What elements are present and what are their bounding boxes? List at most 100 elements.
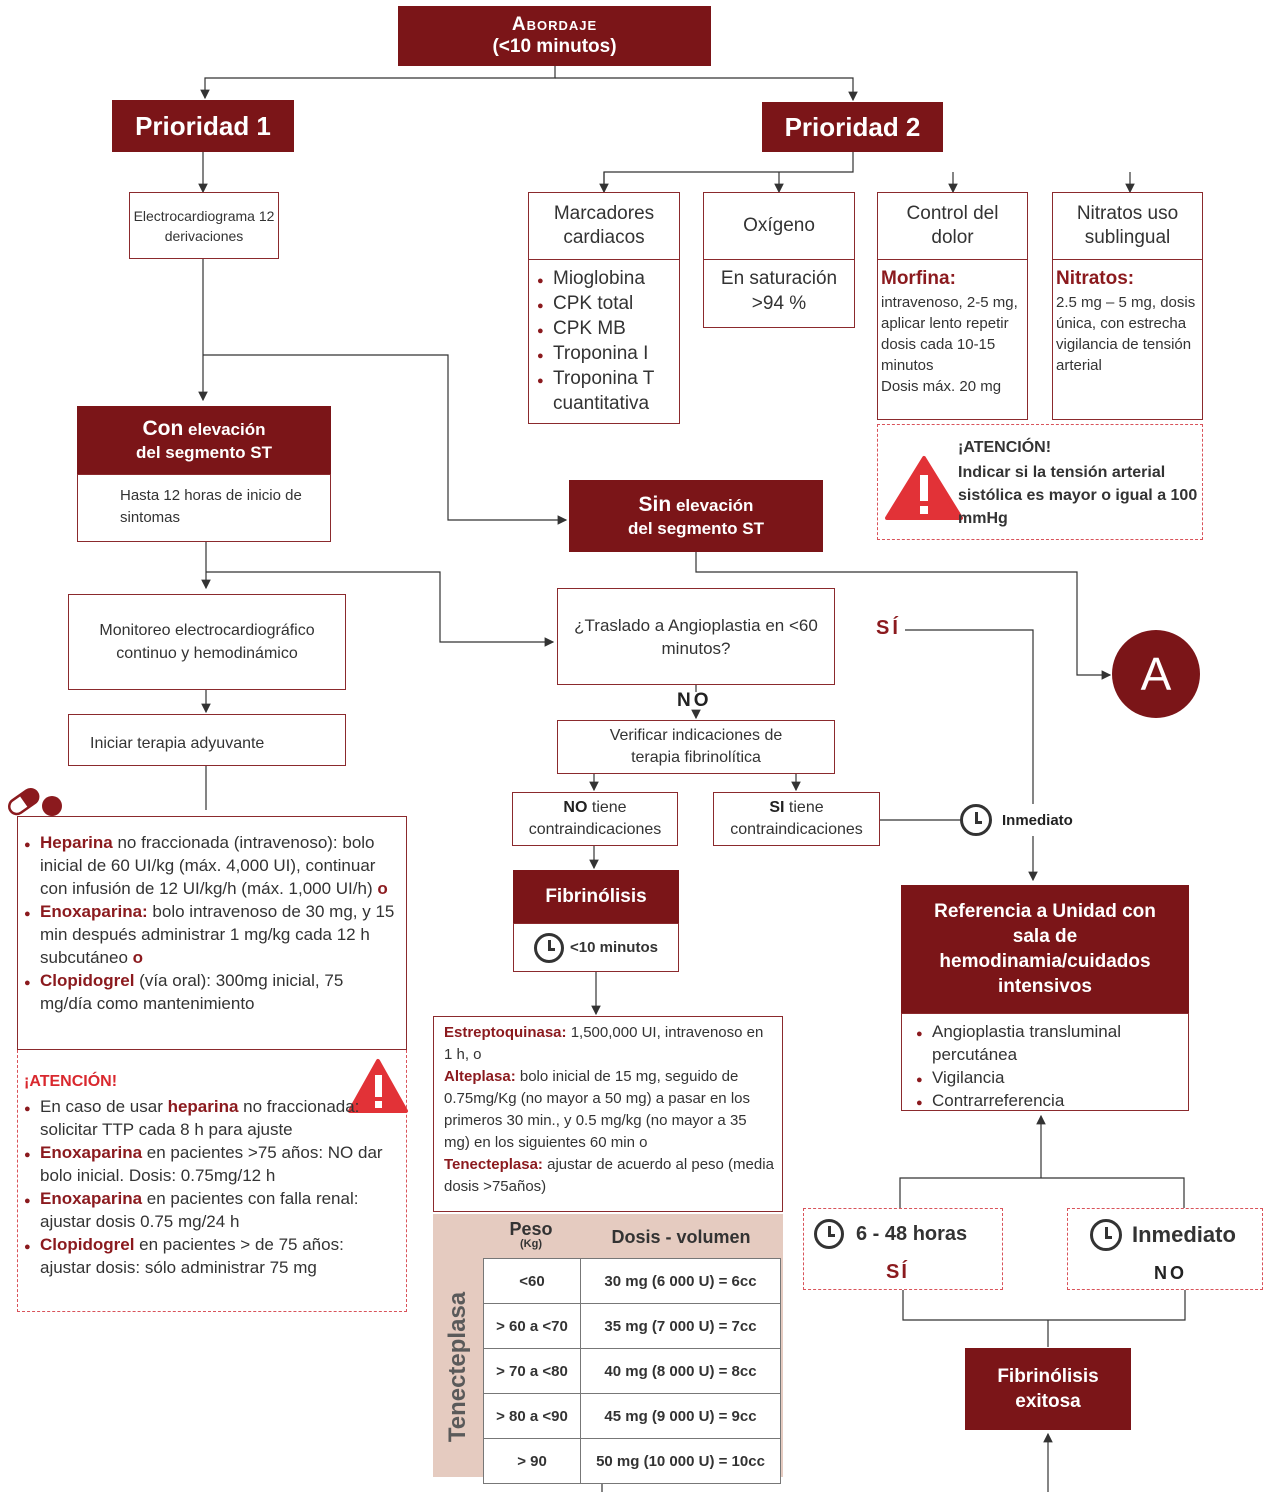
- farmacos-box: Estreptoquinasa: 1,500,000 UI, intraveno…: [433, 1016, 783, 1212]
- tension-alert-text: Indicar si la tensión arterial sistólica…: [958, 464, 1198, 527]
- fibrinolisis-time-text: <10 minutos: [570, 939, 658, 956]
- inmediato-label: Inmediato: [960, 804, 1077, 836]
- inmediato-box-text: Inmediato: [1132, 1222, 1236, 1247]
- fibrinolisis-time: <10 minutos: [513, 923, 679, 972]
- clopidogrel-name: Clopidogrel: [40, 971, 135, 990]
- nitratos-head: Nitratos:: [1056, 268, 1135, 289]
- referencia-list: Angioplastia transluminal percutánea Vig…: [916, 1020, 1182, 1115]
- inmediato-box: Inmediato NO: [1067, 1208, 1263, 1290]
- marcadores-title: Marcadores cardiacos: [529, 193, 679, 260]
- heparina-or: o: [377, 879, 388, 898]
- peso-unit-text: (Kg): [520, 1238, 542, 1250]
- prioridad-1-box: Prioridad 1: [112, 100, 294, 152]
- marcador-item: Mioglobina: [537, 266, 673, 294]
- dosis-header: Dosis - volumen: [582, 1218, 780, 1256]
- nitratos-content: Nitratos: 2.5 mg – 5 mg, dosis única, co…: [1053, 260, 1202, 376]
- ecg-box: Electrocardiograma 12 derivaciones: [129, 192, 279, 259]
- connector-a-label: A: [1140, 648, 1172, 700]
- con-elevacion-header: Con elevación del segmento ST: [77, 406, 331, 474]
- estreptoquinasa-item: Estreptoquinasa: 1,500,000 UI, intraveno…: [444, 1022, 774, 1066]
- dolor-box: Control del dolor Morfina: intravenoso, …: [877, 192, 1028, 420]
- marcador-item: CPK MB: [537, 316, 673, 344]
- atencion-text: en pacientes >75 años: NO dar bolo inici…: [40, 1143, 383, 1185]
- traslado-text: ¿Traslado a Angioplastia en <60 minutos?: [574, 615, 818, 658]
- referencia-list-box: Angioplastia transluminal percutánea Vig…: [901, 1013, 1189, 1115]
- peso-cell: > 70 a <80: [483, 1348, 581, 1394]
- fibrinolisis-header: Fibrinólisis: [513, 870, 679, 923]
- referencia-title: Referencia a Unidad con sala de hemodina…: [934, 901, 1156, 997]
- dosis-cell: 45 mg (9 000 U) = 9cc: [580, 1393, 781, 1439]
- ecg-text: Electrocardiograma 12 derivaciones: [133, 207, 275, 244]
- atencion-title: ¡ATENCIÓN!: [24, 1073, 118, 1090]
- peso-cell: > 80 a <90: [483, 1393, 581, 1439]
- atencion-text: en pacientes con falla renal: ajustar do…: [40, 1189, 359, 1231]
- referencia-item: Vigilancia: [916, 1066, 1182, 1092]
- dosis-cell: 50 mg (10 000 U) = 10cc: [580, 1438, 781, 1484]
- nitratos-title: Nitratos uso sublingual: [1053, 193, 1202, 260]
- fibrinolisis-title: Fibrinólisis: [545, 885, 647, 907]
- dosis-cell: 40 mg (8 000 U) = 8cc: [580, 1348, 781, 1394]
- clock-icon: [814, 1219, 844, 1249]
- terapia-text: Iniciar terapia adyuvante: [90, 735, 265, 752]
- morfina-head: Morfina:: [881, 268, 956, 289]
- horas-row: 6 - 48 horas: [814, 1219, 967, 1249]
- no-label: NO: [677, 690, 712, 711]
- marcadores-box: Marcadores cardiacos Mioglobina CPK tota…: [528, 192, 680, 424]
- peso-cell: > 90: [483, 1438, 581, 1484]
- con-rest: elevación: [183, 419, 266, 439]
- atencion-box: ¡ATENCIÓN! En caso de usar heparina no f…: [17, 1050, 408, 1312]
- terapia-box: Iniciar terapia adyuvante: [68, 714, 346, 766]
- con-bold: Con: [142, 416, 184, 440]
- con-line2: del segmento ST: [135, 442, 273, 462]
- adyuvante-box: Heparina no fraccionada (intravenoso): b…: [17, 816, 407, 1050]
- morfina-max: Dosis máx. 20 mg: [881, 378, 1002, 395]
- si-contraindicaciones-box: SI tiene contraindicaciones: [713, 792, 880, 846]
- pill-icon: [8, 787, 62, 816]
- inmediato-text: Inmediato: [1002, 811, 1073, 829]
- dolor-title: Control del dolor: [878, 193, 1027, 260]
- atencion-item: Enoxaparina en pacientes con falla renal…: [24, 1187, 398, 1233]
- enoxaparina-or: o: [132, 948, 144, 967]
- atencion-item: Clopidogrel en pacientes > de 75 años: a…: [24, 1233, 398, 1279]
- atencion-drug: Enoxaparina: [40, 1143, 143, 1162]
- no-contraindicaciones-box: NO tiene contraindicaciones: [512, 792, 678, 846]
- verificar-text: Verificar indicaciones de terapia fibrin…: [609, 727, 783, 766]
- referencia-header: Referencia a Unidad con sala de hemodina…: [901, 885, 1189, 1013]
- peso-cell: > 60 a <70: [483, 1303, 581, 1349]
- horas-answer: SÍ: [886, 1261, 909, 1283]
- clock-icon: [960, 804, 992, 836]
- marcador-item: Troponina I: [537, 341, 673, 369]
- si-label: SÍ: [872, 617, 905, 640]
- alteplasa-text: bolo inicial de 15 mg, seguido de 0.75mg…: [444, 1068, 750, 1151]
- atencion-drug: heparina: [167, 1097, 239, 1116]
- adyuvante-list: Heparina no fraccionada (intravenoso): b…: [24, 831, 398, 1015]
- clopidogrel-item: Clopidogrel (vía oral): 300mg inicial, 7…: [24, 969, 398, 1015]
- enoxaparina-name: Enoxaparina:: [40, 902, 148, 921]
- oxigeno-box: Oxígeno En saturación >94 %: [703, 192, 855, 328]
- atencion-list: En caso de usar heparina no fraccionada:…: [24, 1095, 398, 1279]
- atencion-item: Enoxaparina en pacientes >75 años: NO da…: [24, 1141, 398, 1187]
- monitoreo-box: Monitoreo electrocardiográfico continuo …: [68, 594, 346, 690]
- no-tiene-bold: NO: [563, 799, 588, 816]
- marcadores-list: Mioglobina CPK total CPK MB Troponina I …: [529, 260, 679, 416]
- tenecteplasa-side-text: Tenecteplasa: [444, 1291, 472, 1443]
- clopidogrel-text: (vía oral): 300mg inicial, 75 mg/día com…: [40, 971, 344, 1013]
- horas-text: 6 - 48 horas: [856, 1222, 968, 1245]
- atencion-drug: Clopidogrel: [40, 1235, 135, 1254]
- verificar-box: Verificar indicaciones de terapia fibrin…: [557, 720, 835, 774]
- estrepto-name: Estreptoquinasa:: [444, 1024, 567, 1041]
- tenecteplasa-side-label: Tenecteplasa: [433, 1258, 483, 1476]
- heparina-text: no fraccionada (intravenoso): bolo inici…: [40, 833, 378, 898]
- sin-line2: del segmento ST: [627, 518, 765, 538]
- horas-box: 6 - 48 horas SÍ: [803, 1208, 1003, 1290]
- nitratos-text: 2.5 mg – 5 mg, dosis única, con estrecha…: [1056, 294, 1196, 374]
- no-tiene-rest: tiene contraindicaciones: [528, 799, 662, 838]
- atencion-text: en pacientes > de 75 años: ajustar dosis…: [40, 1235, 344, 1277]
- inmediato-row: Inmediato: [1090, 1219, 1236, 1251]
- si-tiene-rest: tiene contraindicaciones: [730, 799, 863, 838]
- con-elevacion-sub: Hasta 12 horas de inicio de sintomas: [77, 474, 331, 542]
- referencia-item: Contrarreferencia: [916, 1089, 1182, 1115]
- oxigeno-title: Oxígeno: [704, 193, 854, 260]
- abordaje-header: Abordaje (<10 minutos): [398, 6, 711, 66]
- fibrinolisis-exitosa-box: Fibrinólisis exitosa: [965, 1348, 1131, 1430]
